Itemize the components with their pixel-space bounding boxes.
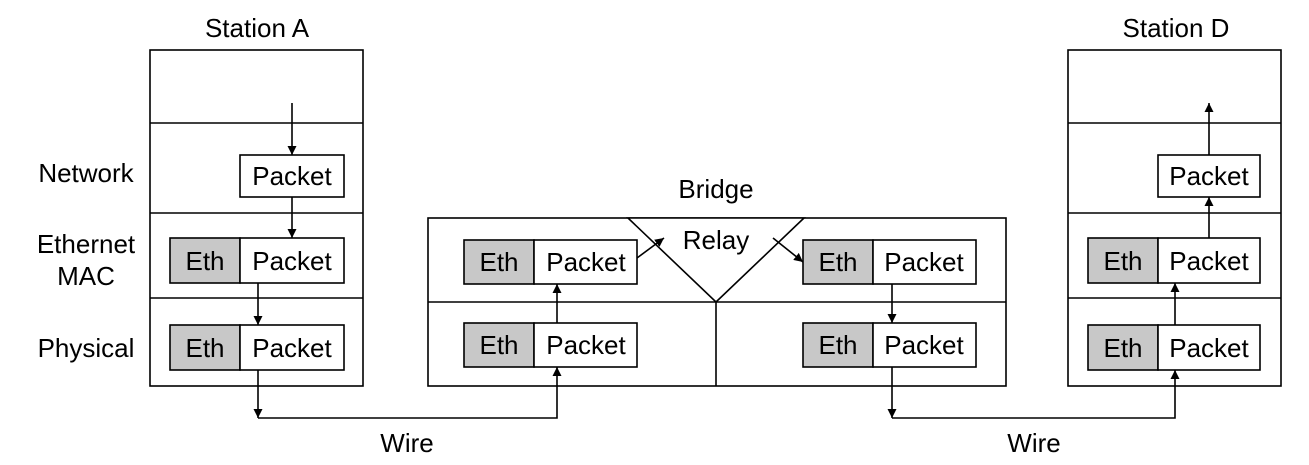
station-a-phy-packet-label: Packet: [252, 333, 332, 363]
wire-left-path: [258, 367, 562, 419]
station-d-mac-packet-label: Packet: [1169, 246, 1249, 276]
station-a: Station A Packet Eth Packet Eth Packet: [149, 13, 364, 387]
wire-right-label: Wire: [1007, 428, 1060, 458]
station-a-network-packet-label: Packet: [252, 161, 332, 191]
station-a-frame: [149, 49, 364, 387]
bridge-left-phy-eth-box: [463, 322, 535, 368]
bridge-arrow-relay-to-right-mac: [772, 237, 804, 263]
station-a-mac-eth-box: [169, 237, 241, 284]
wires: Wire Wire: [253, 367, 1180, 458]
layer-label-mac: MAC: [57, 261, 115, 291]
bridge-left-mac-packet-label: Packet: [546, 247, 626, 277]
station-a-mac-packet-label: Packet: [252, 246, 332, 276]
layer-label-physical: Physical: [38, 333, 135, 363]
relay-label: Relay: [683, 225, 749, 255]
station-d-title: Station D: [1123, 13, 1230, 43]
station-d-phy-packet-label: Packet: [1169, 333, 1249, 363]
station-a-phy-eth-label: Eth: [185, 333, 224, 363]
bridge-right-phy-eth-box: [802, 322, 874, 368]
station-d-network-packet-box: [1157, 154, 1261, 198]
wire-right-path: [892, 370, 1180, 419]
bridge-right-mac-eth-box: [802, 239, 874, 285]
bridge-arrow-left-mac-to-relay: [636, 237, 665, 259]
layer-labels: Network Ethernet MAC Physical: [37, 158, 136, 363]
station-a-mac-packet-box: [239, 237, 345, 284]
bridge-right-mac-packet-box: [872, 239, 977, 285]
station-d-phy-packet-box: [1157, 324, 1261, 371]
station-a-phy-eth-box: [169, 324, 241, 371]
station-a-phy-packet-box: [239, 324, 345, 371]
station-a-mac-eth-label: Eth: [185, 246, 224, 276]
station-d-mac-eth-label: Eth: [1103, 246, 1142, 276]
bridge-left-phy-eth-label: Eth: [479, 330, 518, 360]
station-d-phy-eth-box: [1087, 324, 1159, 371]
station-a-network-packet-box: [239, 154, 345, 198]
bridge-right-phy-packet-label: Packet: [884, 330, 964, 360]
bridge-right-mac-packet-label: Packet: [884, 247, 964, 277]
bridge-left-mac-packet-box: [533, 239, 638, 285]
bridge-left-mac-eth-label: Eth: [479, 247, 518, 277]
station-d: Station D Packet Eth Packet Eth Packet: [1067, 13, 1282, 387]
bridge-right-phy-packet-box: [872, 322, 977, 368]
bridge-right-phy-eth-label: Eth: [818, 330, 857, 360]
relay-triangle: [626, 217, 806, 304]
bridge-left-phy-packet-box: [533, 322, 638, 368]
station-a-title: Station A: [205, 13, 310, 43]
station-d-network-packet-label: Packet: [1169, 161, 1249, 191]
bridge: Bridge Relay Eth Packet Eth Packet Eth P…: [427, 174, 1007, 387]
layer-label-ethernet: Ethernet: [37, 229, 136, 259]
bridge-left-phy-packet-label: Packet: [546, 330, 626, 360]
wire-left-label: Wire: [380, 428, 433, 458]
layer-label-network: Network: [38, 158, 134, 188]
station-d-phy-eth-label: Eth: [1103, 333, 1142, 363]
bridge-title: Bridge: [678, 174, 753, 204]
bridge-right-mac-eth-label: Eth: [818, 247, 857, 277]
